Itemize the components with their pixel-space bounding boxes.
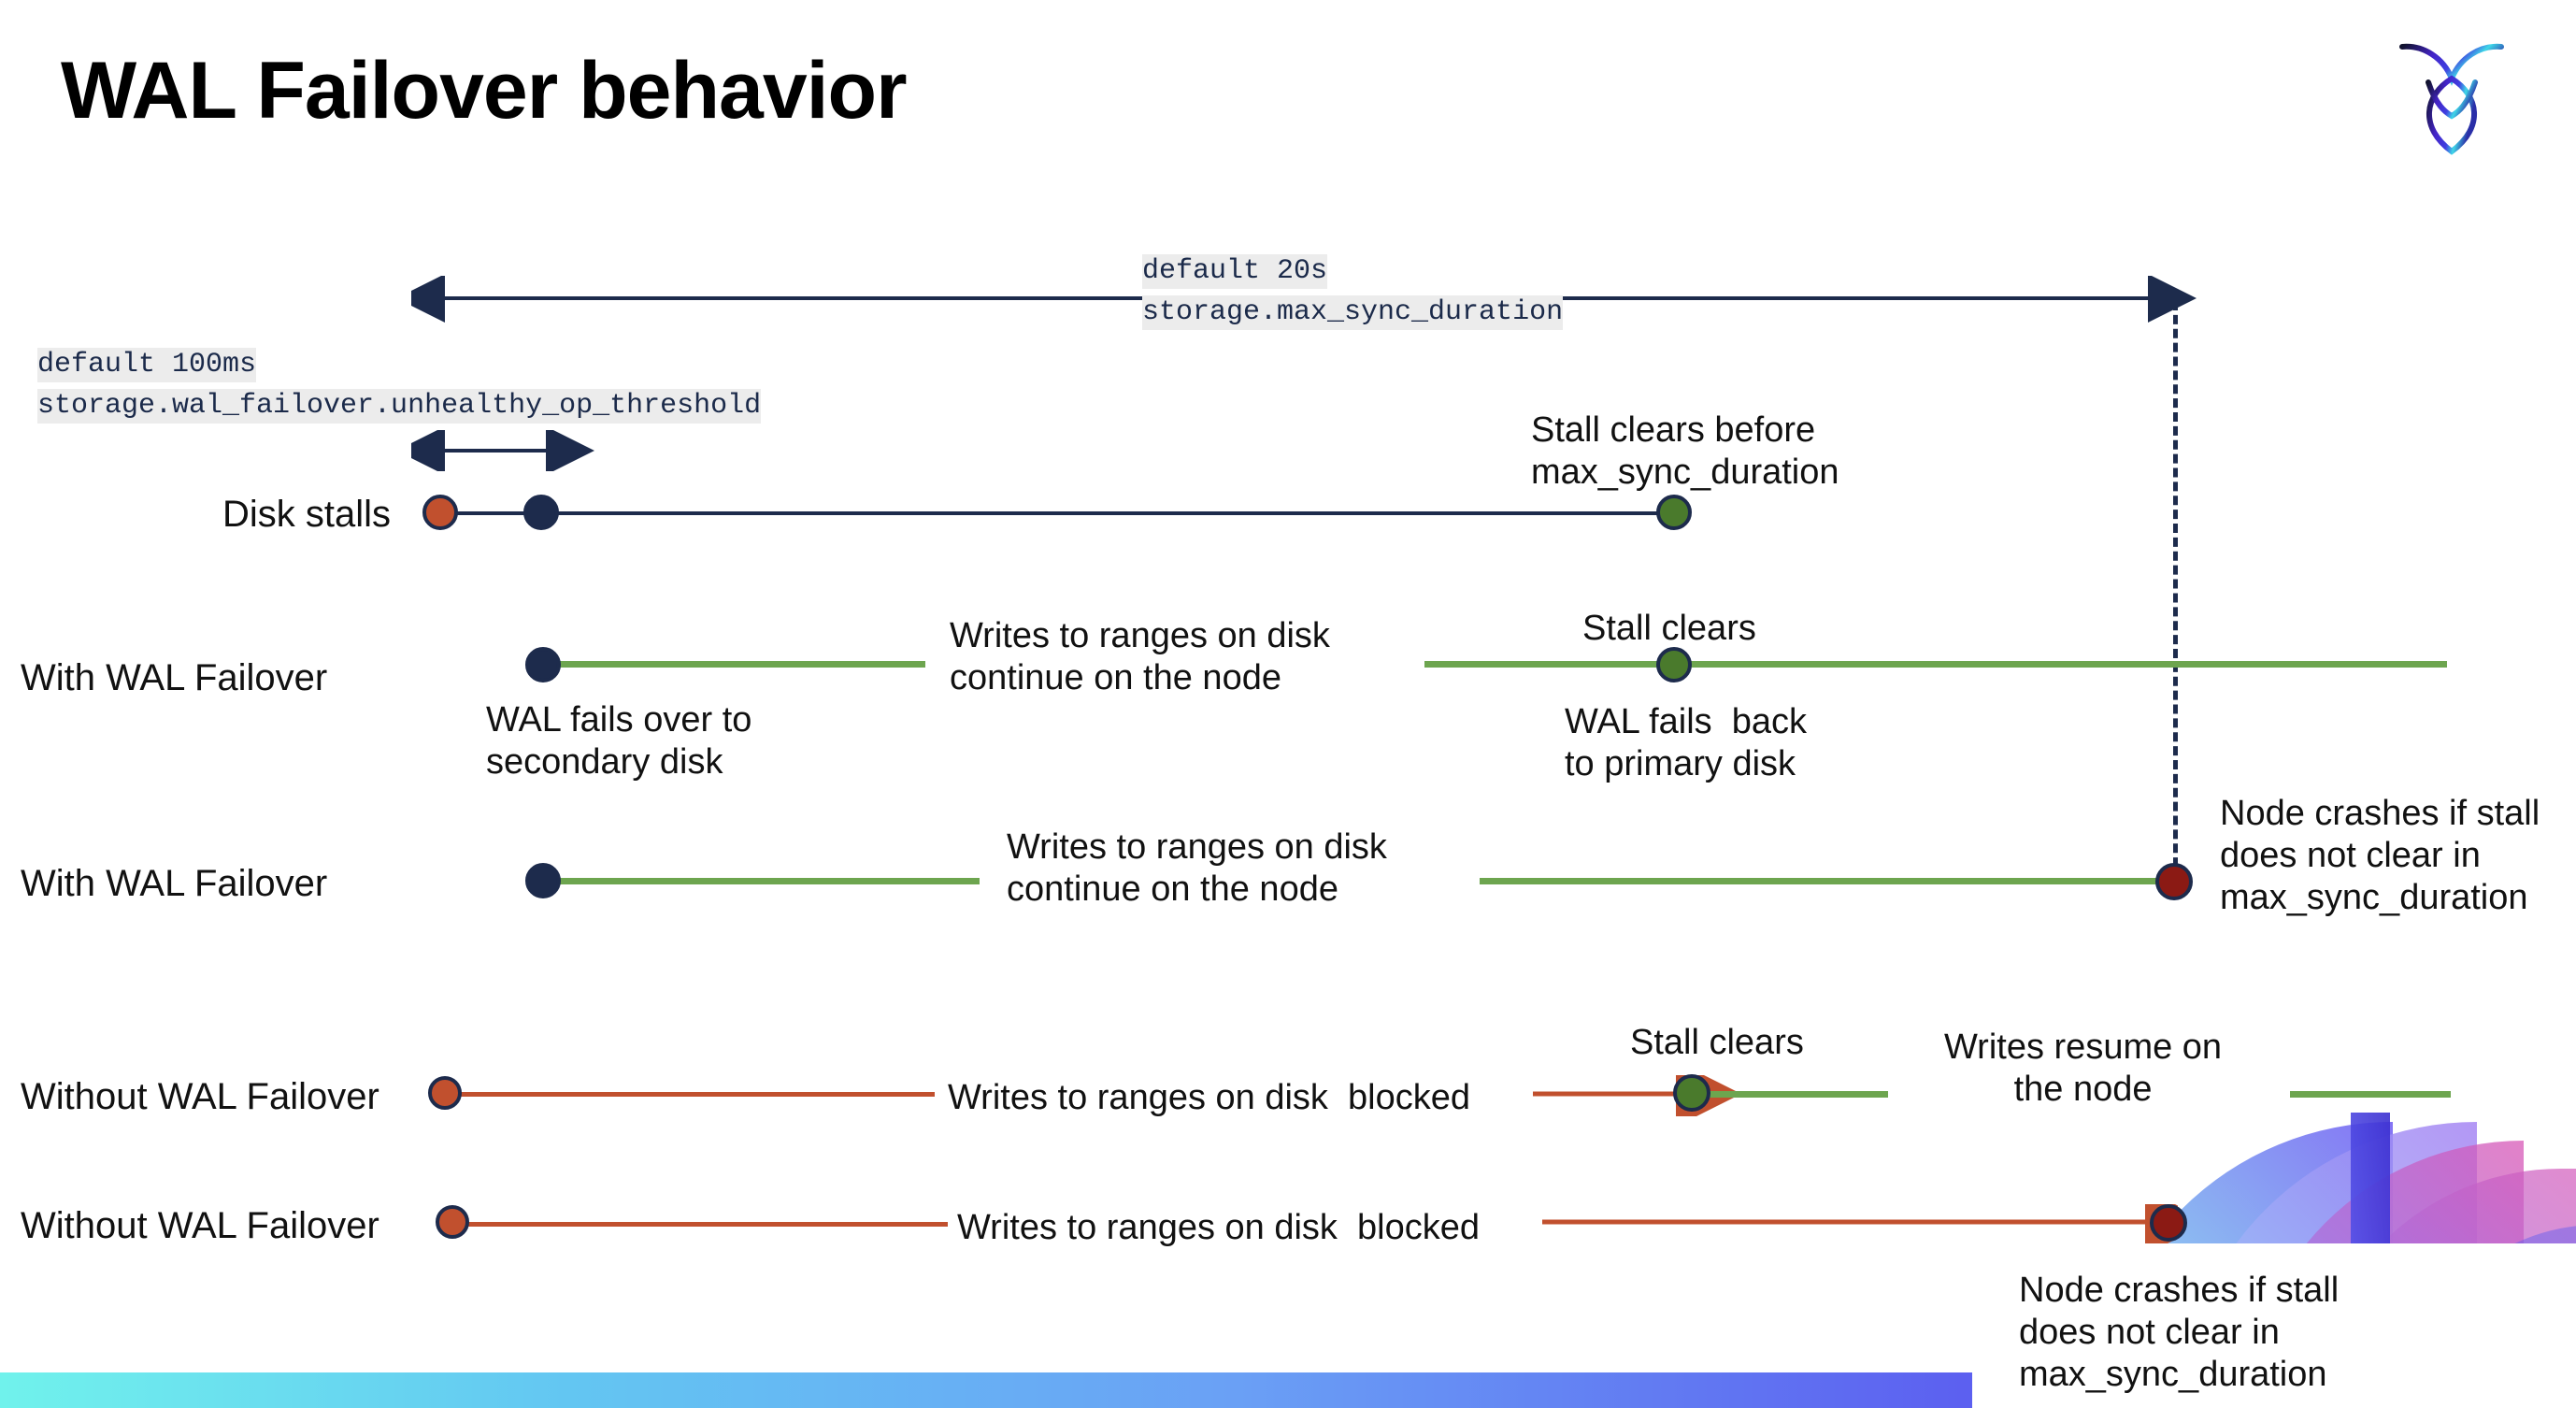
stall-clears-dot-row2 (1656, 647, 1692, 682)
unhealthy-op-threshold-default: default 100ms (37, 348, 257, 382)
unhealthy-op-threshold-setting: storage.wal_failover.unhealthy_op_thresh… (37, 389, 762, 424)
node-crash-callout-box (1972, 1243, 2576, 1408)
disk-stalls-timeline (439, 511, 1675, 515)
note-stall-clears-before: Stall clears before max_sync_duration (1531, 410, 1839, 492)
max-sync-duration-setting: storage.max_sync_duration (1142, 295, 1564, 330)
wal-failover-line-left-row2 (542, 661, 925, 668)
disk-stall-start-dot (422, 495, 458, 530)
stall-clears-dot-row1 (1656, 495, 1692, 530)
blocked-line-left-row5 (465, 1222, 948, 1227)
row-label-with-wal-failover-2: With WAL Failover (21, 863, 328, 904)
wal-failover-line-right-row3 (1480, 878, 2181, 884)
max-sync-duration-default: default 20s (1142, 254, 1328, 289)
disk-stall-start-dot-row5 (436, 1205, 469, 1239)
max-sync-duration-dropline (2173, 301, 2178, 881)
row-label-without-wal-failover-2: Without WAL Failover (21, 1205, 379, 1246)
wal-failover-dot-row2 (525, 647, 561, 682)
stall-clears-dot-row4 (1673, 1074, 1710, 1112)
disk-stall-start-dot-row4 (428, 1076, 462, 1110)
node-crash-dot-row5 (2150, 1204, 2187, 1242)
wal-failover-line-left-row3 (542, 878, 980, 884)
resume-line-right-row4 (2290, 1091, 2451, 1098)
row-label-disk-stalls: Disk stalls (222, 494, 392, 535)
note-writes-continue-row3: Writes to ranges on disk continue on the… (1007, 827, 1387, 909)
note-stall-clears-row4: Stall clears (1630, 1023, 1804, 1062)
note-writes-resume-row4: Writes resume on the node (1944, 1027, 2223, 1109)
node-crash-dot-row3 (2155, 863, 2193, 900)
note-writes-blocked-row5: Writes to ranges on disk blocked (957, 1208, 1481, 1247)
blocked-line-left-row4 (458, 1092, 935, 1097)
wal-failover-dot-row3 (525, 863, 561, 898)
unhealthy-op-threshold-arrow (411, 430, 594, 471)
note-writes-blocked-row4: Writes to ranges on disk blocked (948, 1078, 1471, 1117)
blocked-arrow-row4 (1533, 1075, 1739, 1116)
row-label-without-wal-failover-1: Without WAL Failover (21, 1076, 379, 1117)
blocked-arrow-row5 (1542, 1204, 2178, 1245)
row-label-with-wal-failover-1: With WAL Failover (21, 657, 328, 698)
note-wal-fails-back: WAL fails back to primary disk (1565, 702, 1808, 783)
wal-failover-line-right-row2 (1424, 661, 2447, 668)
note-writes-continue-row2: Writes to ranges on disk continue on the… (950, 616, 1330, 697)
resume-line-row4 (1694, 1091, 1888, 1098)
note-wal-fails-over: WAL fails over to secondary disk (486, 700, 752, 782)
note-stall-clears-row2: Stall clears (1582, 609, 1756, 648)
wal-failover-trigger-dot (523, 495, 559, 530)
page-title: WAL Failover behavior (61, 46, 908, 136)
note-node-crashes-row5: Node crashes if stall does not clear in … (2019, 1271, 2340, 1394)
note-node-crashes-row3: Node crashes if stall does not clear in … (2220, 794, 2540, 917)
cockroach-labs-logo-icon (2382, 26, 2522, 166)
